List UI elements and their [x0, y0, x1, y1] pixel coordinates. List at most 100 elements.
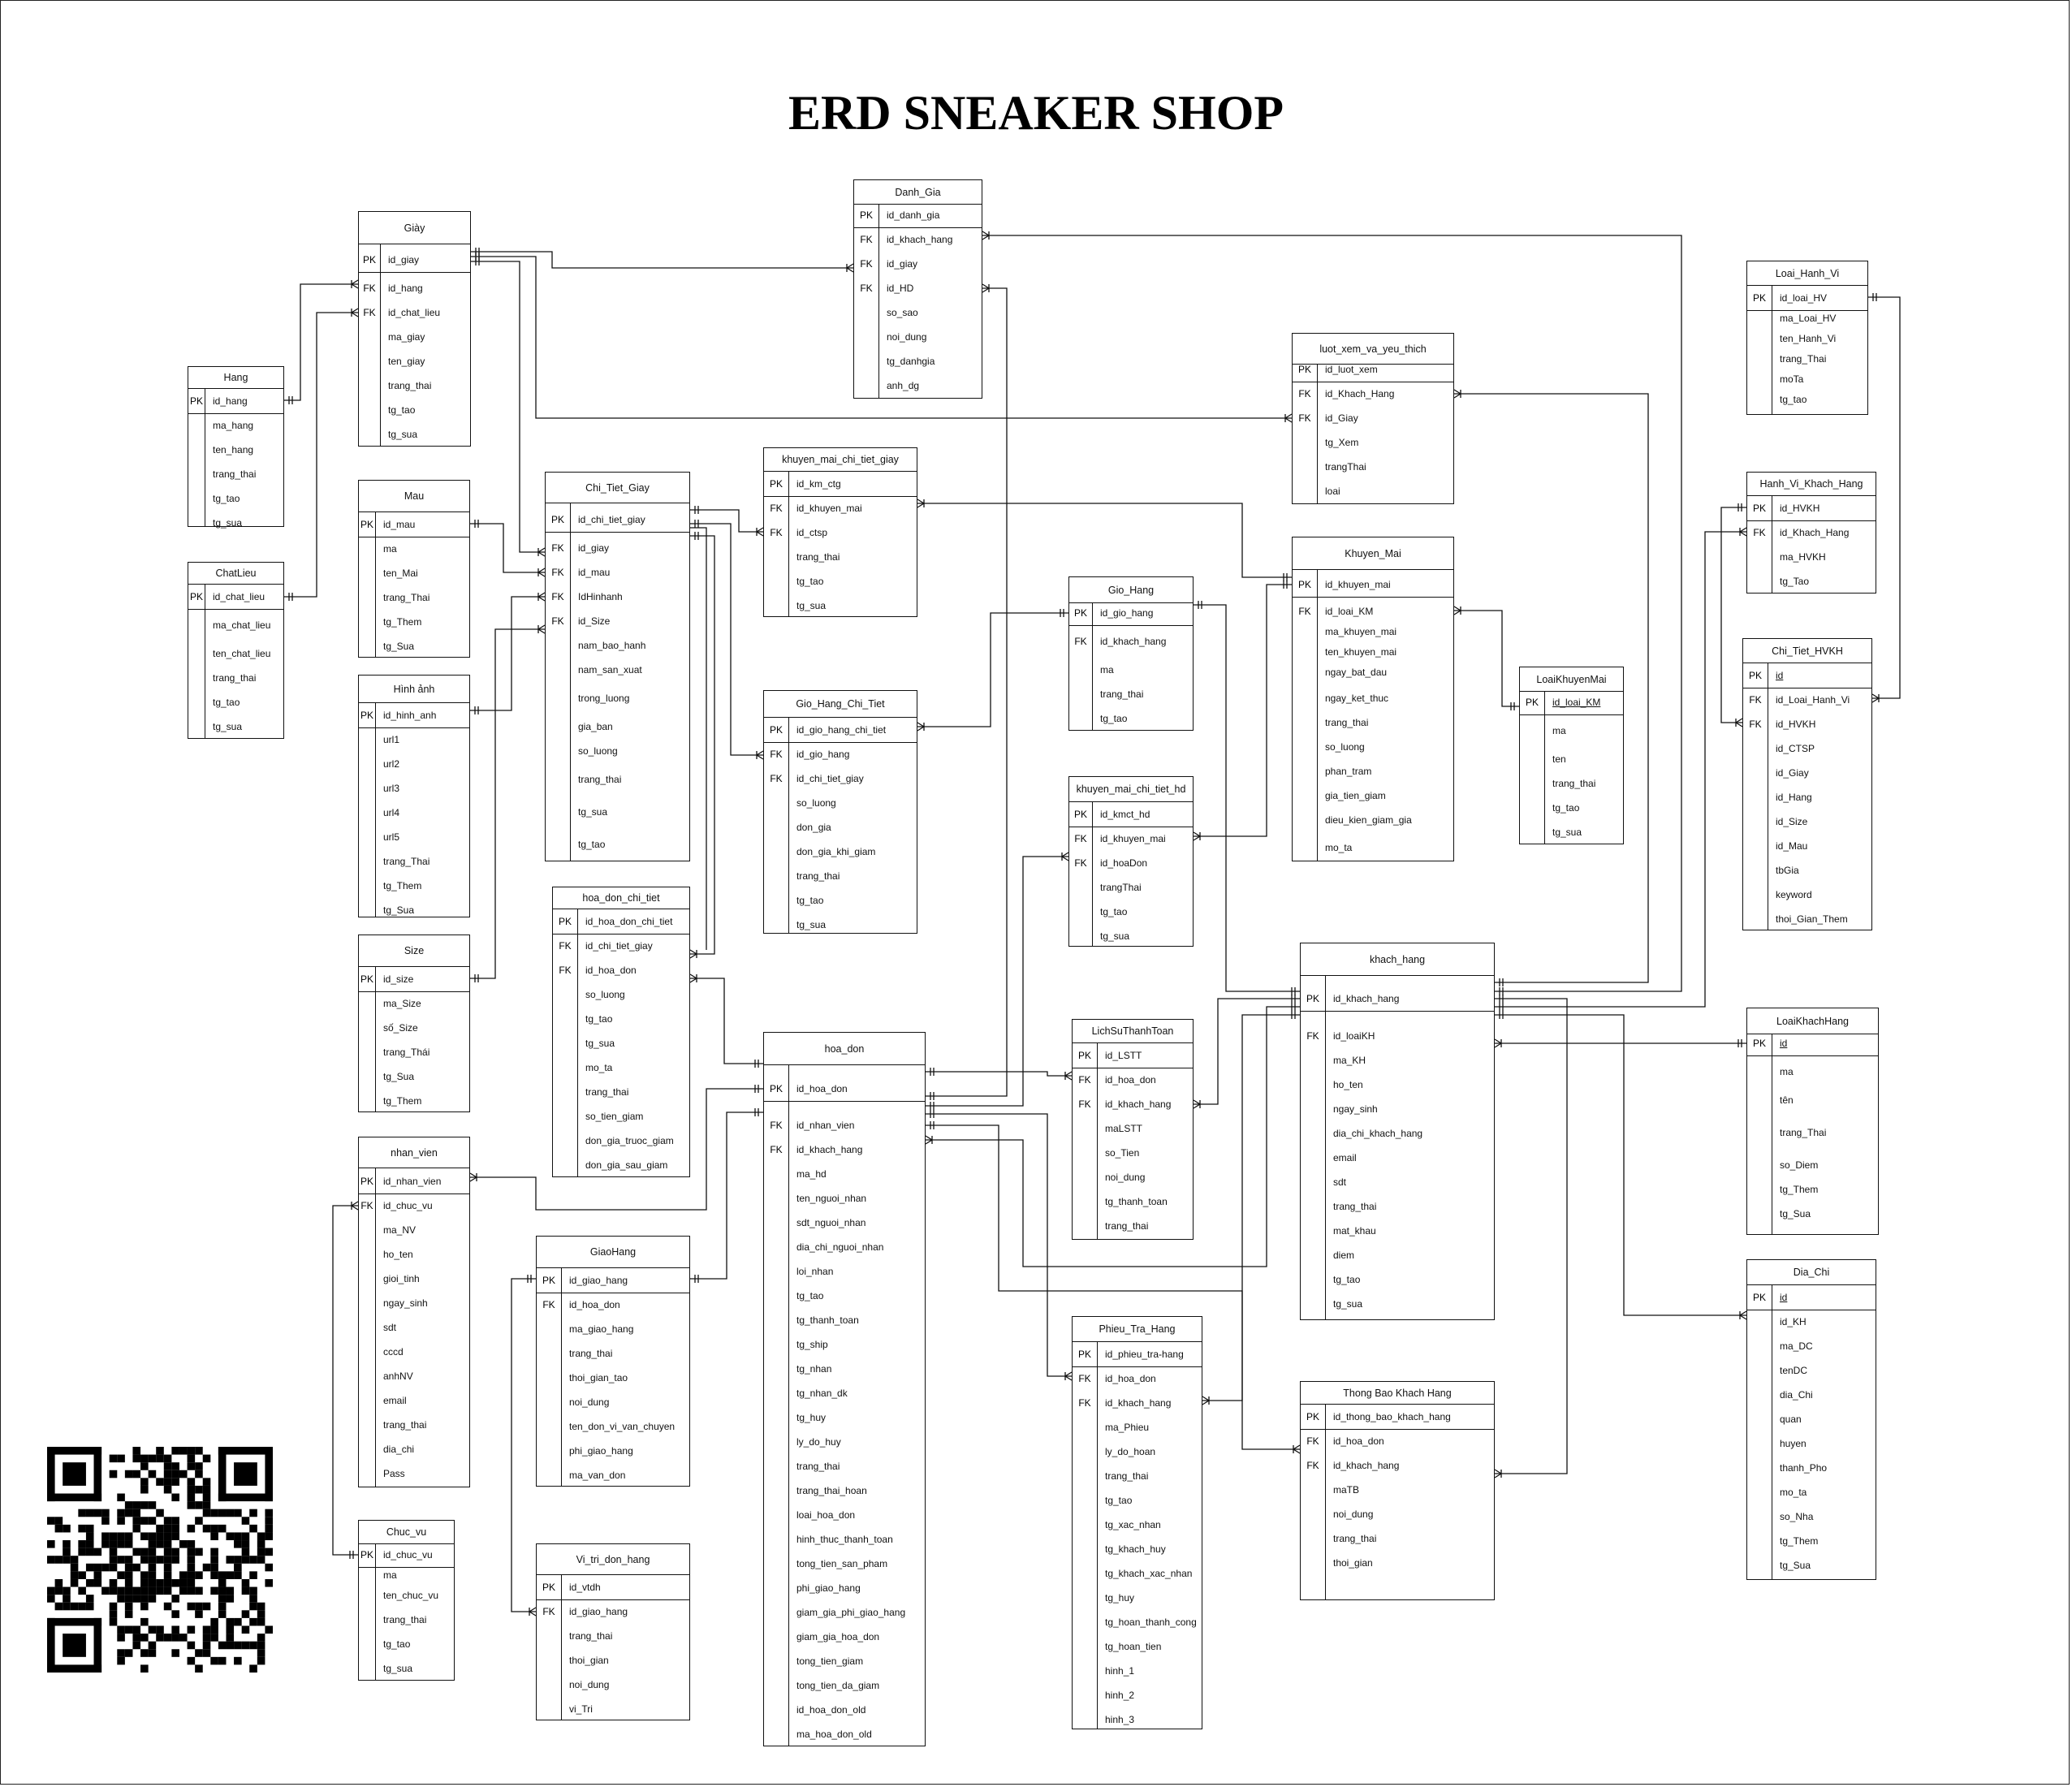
attribute: ma_Size [383, 998, 421, 1009]
attribute: id_HVKH [1780, 503, 1820, 514]
entity-title: Chi_Tiet_Giay [546, 473, 689, 503]
attribute: id_Size [1776, 816, 1808, 827]
attribute: tg_thanh_toan [1105, 1196, 1168, 1207]
relationship-line [470, 523, 545, 573]
entity-title: LoaiKhuyenMai [1520, 667, 1623, 692]
attribute: id_khach_hang [1100, 636, 1167, 647]
qr-module [47, 1586, 55, 1595]
qr-module [226, 1641, 235, 1650]
attribute: id_hoa_don_chi_tiet [585, 916, 673, 927]
qr-module [210, 1586, 218, 1595]
qr-module [47, 1447, 102, 1455]
attribute: ten_chuc_vu [383, 1590, 439, 1601]
attribute: don_gia_khi_giam [796, 846, 876, 857]
qr-module [179, 1571, 188, 1579]
key-marker-pk: PK [189, 395, 203, 407]
qr-module [210, 1509, 218, 1517]
attribute: noi_dung [569, 1679, 610, 1690]
attribute: cccd [383, 1346, 404, 1358]
attribute: phan_tram [1325, 766, 1372, 777]
qr-module [85, 1524, 94, 1533]
qr-module [234, 1509, 242, 1517]
attribute: sdt_nguoi_nhan [796, 1217, 866, 1228]
key-marker-pk: PK [1073, 607, 1087, 619]
relationship-line [690, 509, 763, 533]
attribute: loi_nhan [796, 1266, 834, 1277]
attribute: gioi_tinh [383, 1273, 420, 1284]
qr-module [171, 1524, 179, 1533]
qr-module [109, 1563, 118, 1572]
attribute: ten_giay [388, 356, 425, 367]
key-marker-fk: FK [1306, 1435, 1319, 1447]
qr-module [226, 1509, 235, 1517]
qr-module [101, 1517, 110, 1525]
entity-title: Hanh_Vi_Khach_Hang [1747, 473, 1876, 496]
attribute: tong_tien_da_giam [796, 1680, 880, 1691]
qr-module [171, 1462, 179, 1470]
attribute: id_hoa_don [569, 1299, 620, 1310]
key-marker-pk: PK [1752, 1038, 1766, 1049]
qr-module [265, 1509, 273, 1517]
key-marker-fk: FK [1298, 412, 1311, 424]
qr-module [156, 1509, 164, 1517]
attribute: ma_van_don [569, 1470, 626, 1481]
relationship-line [511, 1278, 536, 1612]
qr-module [218, 1656, 227, 1665]
attribute: id_hoa_don [585, 965, 637, 976]
key-marker-pk: PK [360, 519, 373, 530]
key-marker-pk: PK [360, 1176, 373, 1187]
qr-module [93, 1578, 102, 1587]
qr-module [187, 1571, 196, 1579]
key-marker-pk: PK [1748, 670, 1762, 681]
qr-module [124, 1540, 133, 1548]
relationship-line [470, 1088, 763, 1211]
qr-module [47, 1447, 55, 1502]
qr-module [124, 1556, 133, 1564]
qr-module [202, 1625, 211, 1634]
qr-module [179, 1447, 188, 1455]
qr-module [117, 1556, 125, 1564]
attribute: id_hang [388, 283, 423, 294]
attribute: id_hoa_don [1105, 1373, 1156, 1384]
attribute: tg_Them [383, 1095, 422, 1107]
qr-module [93, 1447, 102, 1502]
attribute: ly_do_hoan [1105, 1446, 1156, 1457]
qr-module [241, 1610, 250, 1618]
qr-module [63, 1634, 86, 1657]
key-marker-pk: PK [558, 916, 572, 927]
qr-module [54, 1602, 63, 1611]
qr-module [257, 1649, 265, 1657]
attribute: noi_dung [887, 331, 927, 343]
attribute: tg_sua [796, 600, 827, 611]
qr-module [117, 1493, 125, 1502]
entity-title: luot_xem_va_yeu_thich [1293, 334, 1453, 365]
qr-module [54, 1556, 63, 1564]
attribute: ten_hang [213, 444, 254, 455]
qr-module [210, 1532, 218, 1541]
qr-module [249, 1571, 257, 1579]
attribute: id_Giay [1776, 767, 1809, 779]
relationship-line [470, 596, 545, 711]
pk-separator [359, 991, 469, 992]
qr-module [101, 1586, 110, 1595]
qr-module [171, 1595, 179, 1603]
qr-module [241, 1578, 250, 1587]
pk-separator [537, 1599, 689, 1600]
attribute: trang_thai [1100, 688, 1144, 700]
qr-module [187, 1501, 196, 1509]
attribute: trang_thai [1325, 717, 1369, 728]
attribute: so_luong [578, 745, 618, 757]
attribute: id_km_ctg [796, 478, 841, 490]
qr-module [148, 1595, 157, 1603]
qr-module [187, 1478, 196, 1486]
attribute: trang_thai [585, 1086, 629, 1098]
qr-module [171, 1556, 179, 1564]
qr-module [124, 1595, 133, 1603]
key-marker-fk: FK [1078, 1373, 1091, 1384]
qr-module [54, 1586, 63, 1595]
key-marker-fk: FK [770, 503, 783, 514]
qr-module [124, 1501, 133, 1509]
qr-module [218, 1447, 273, 1455]
